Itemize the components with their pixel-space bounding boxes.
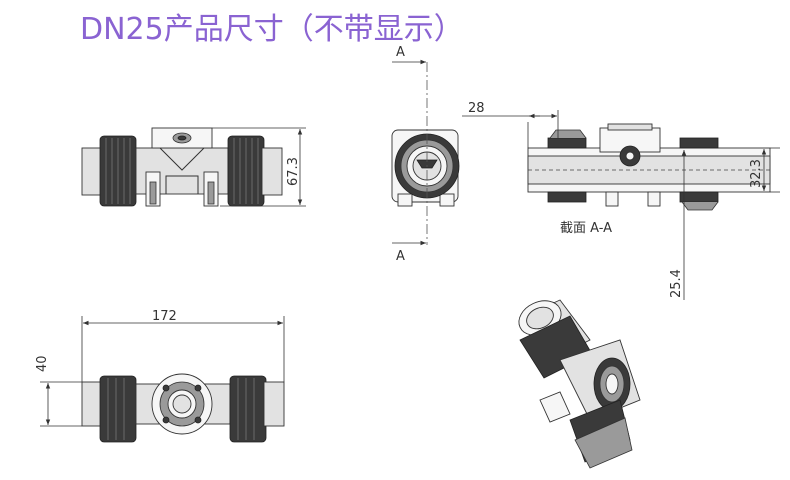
front-view xyxy=(81,127,306,207)
dim-port-diameter: 32.3 xyxy=(749,159,764,188)
dim-length-total: 172 xyxy=(152,309,177,324)
section-marker-bottom: A xyxy=(396,249,405,264)
dim-side-height: 40 xyxy=(35,355,50,372)
section-caption: 截面 A-A xyxy=(560,221,612,236)
section-view xyxy=(462,110,780,300)
isometric-view xyxy=(518,299,641,469)
side-view xyxy=(391,59,460,246)
dim-center-height: 25.4 xyxy=(669,269,684,298)
section-marker-top: A xyxy=(396,45,405,60)
page-title: DN25产品尺寸（不带显示） xyxy=(80,12,464,47)
dim-height-total: 67.3 xyxy=(286,157,301,186)
top-view xyxy=(40,316,285,443)
dim-flange-offset: 28 xyxy=(468,101,485,116)
